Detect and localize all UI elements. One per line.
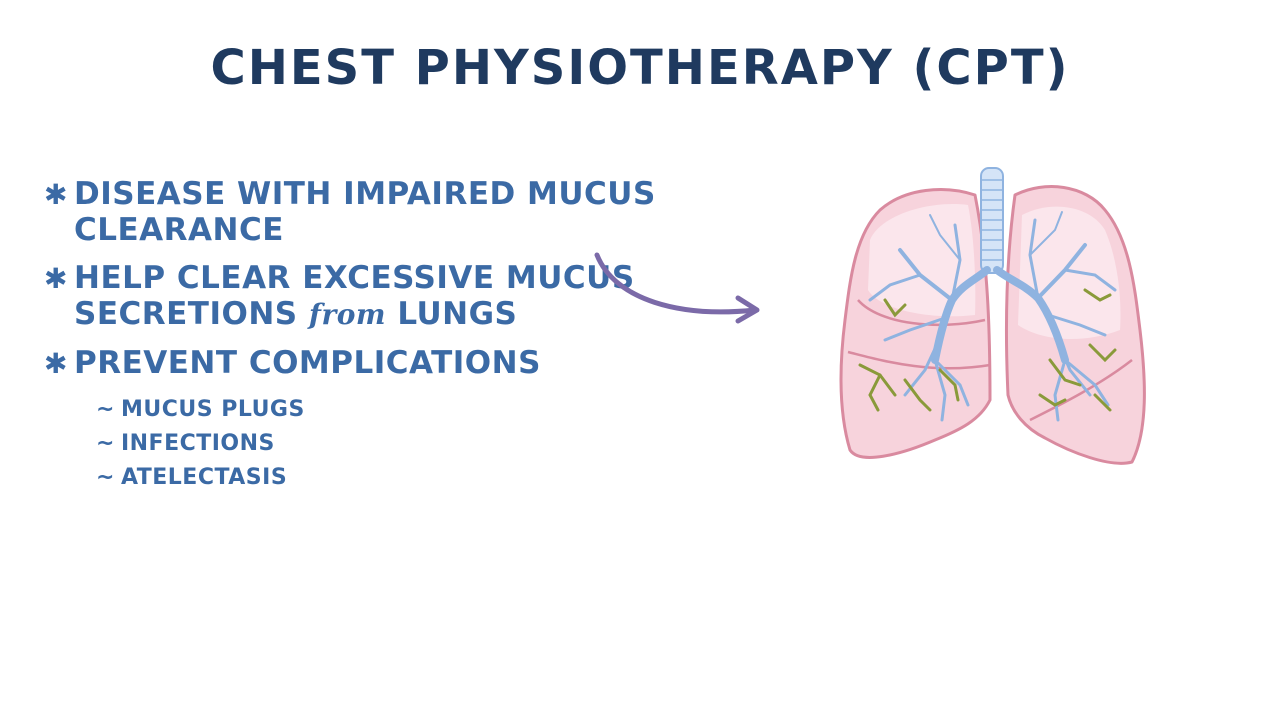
curved-arrow-icon bbox=[594, 252, 760, 324]
page-title: CHEST PHYSIOTHERAPY (CPT) bbox=[210, 40, 1070, 96]
sub-item: ~INFECTIONS bbox=[96, 427, 804, 461]
lung-left-fissure bbox=[847, 350, 991, 370]
bullet-list: ✱ DISEASE WITH IMPAIRED MUCUS CLEARANCE … bbox=[44, 176, 804, 495]
bullet-item: ✱ PREVENT COMPLICATIONS bbox=[44, 345, 804, 381]
sub-list: ~MUCUS PLUGS ~INFECTIONS ~ATELECTASIS bbox=[44, 393, 804, 495]
bullet-item: ✱ HELP CLEAR EXCESSIVE MUCUS SECRETIONS … bbox=[44, 260, 804, 333]
sub-item-text: ATELECTASIS bbox=[120, 465, 288, 490]
asterisk-icon: ✱ bbox=[44, 262, 68, 295]
asterisk-icon: ✱ bbox=[44, 178, 68, 211]
trachea-icon bbox=[980, 167, 1004, 274]
bullet-text-from: from bbox=[308, 298, 387, 331]
lung-left-fissure bbox=[857, 299, 986, 327]
sub-item: ~ATELECTASIS bbox=[96, 461, 804, 495]
sub-item: ~MUCUS PLUGS bbox=[96, 393, 804, 427]
tilde-marker: ~ bbox=[96, 431, 115, 456]
bullet-text: PREVENT COMPLICATIONS bbox=[74, 345, 541, 381]
bullet-text: HELP CLEAR EXCESSIVE MUCUS bbox=[74, 260, 635, 296]
tilde-marker: ~ bbox=[96, 397, 115, 422]
lung-right-fissure bbox=[1029, 359, 1133, 422]
lung-left-highlight bbox=[868, 204, 976, 317]
bullet-item: ✱ DISEASE WITH IMPAIRED MUCUS CLEARANCE bbox=[44, 176, 804, 248]
asterisk-icon: ✱ bbox=[44, 347, 68, 380]
sub-item-text: INFECTIONS bbox=[120, 431, 275, 456]
bullet-text: DISEASE WITH IMPAIRED MUCUS CLEARANCE bbox=[74, 176, 656, 248]
bullet-text-part: LUNGS bbox=[397, 296, 518, 332]
tilde-marker: ~ bbox=[96, 465, 115, 490]
lungs-icon bbox=[839, 167, 1146, 465]
mucus-deposits bbox=[858, 288, 1117, 412]
bullet-text-line2: SECRETIONS from LUNGS bbox=[74, 296, 804, 333]
sub-item-text: MUCUS PLUGS bbox=[120, 397, 305, 422]
bullet-text-part: SECRETIONS bbox=[74, 296, 298, 332]
